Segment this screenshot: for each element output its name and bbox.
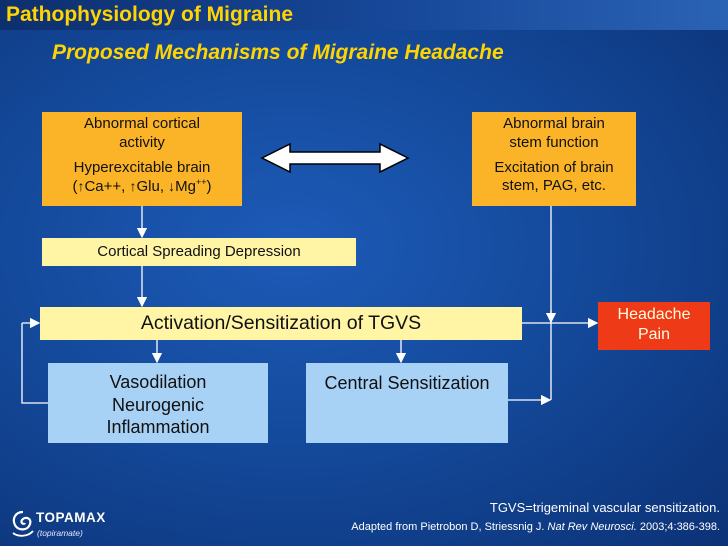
central-sensitization-box: Central Sensitization [306, 363, 508, 443]
brainstem-line4: stem, PAG, etc. [502, 177, 606, 195]
cortical-line1: Abnormal cortical [84, 115, 200, 132]
swirl-logo-icon [12, 510, 34, 537]
topamax-logo: TOPAMAX (topiramate) [10, 507, 105, 543]
down-arrow-icon: ↓ [168, 178, 176, 195]
glu-label: Glu, [136, 178, 169, 196]
brainstem-line1: Abnormal brain [503, 115, 605, 132]
title-bar [0, 0, 728, 30]
slide-title: Pathophysiology of Migraine [6, 3, 294, 26]
vasodilation-line3: Inflammation [106, 417, 210, 437]
up-arrow-icon: ↑ [77, 178, 85, 195]
headache-line2: Pain [637, 326, 671, 343]
vasodilation-line2: Neurogenic [111, 394, 205, 415]
slide-subtitle: Proposed Mechanisms of Migraine Headache [52, 41, 504, 64]
citation-suffix: 2003;4:386-398. [636, 521, 720, 533]
citation-prefix: Adapted from Pietrobon D, Striessnig J. [351, 521, 548, 533]
vasodilation-line1: Vasodilation [109, 372, 207, 392]
brainstem-line2: stem function [509, 133, 599, 151]
citation-journal: Nat Rev Neurosci. [547, 521, 637, 533]
mg-label: Mg [175, 178, 197, 196]
cortical-line2: activity [119, 133, 165, 151]
cortical-ion-line: (↑Ca++, ↑Glu, ↓Mg++) [42, 177, 242, 197]
double-arrow-icon [260, 142, 410, 174]
logo-tagline: (topiramate) [37, 528, 83, 538]
cortical-spreading-depression-box: Cortical Spreading Depression [42, 238, 356, 266]
paren-close: ) [206, 178, 212, 196]
headache-pain-box: Headache Pain [598, 302, 710, 350]
mg-superscript: ++ [196, 177, 207, 188]
up-arrow-icon: ↑ [129, 178, 137, 195]
brainstem-line3: Excitation of brain [494, 158, 614, 176]
paren-open: ( [72, 178, 78, 196]
abnormal-brainstem-function-box: Abnormal brain stem function Excitation … [472, 112, 636, 206]
feedback-loop-line [21, 323, 48, 404]
citation: Adapted from Pietrobon D, Striessnig J. … [351, 521, 720, 533]
logo-name: TOPAMAX [36, 510, 106, 525]
footnote: TGVS=trigeminal vascular sensitization. [489, 500, 720, 515]
vasodilation-box: Vasodilation Neurogenic Inflammation [48, 363, 268, 443]
abnormal-cortical-activity-box: Abnormal cortical activity Hyperexcitabl… [42, 112, 242, 206]
headache-line1: Headache [617, 306, 691, 323]
tgvs-activation-box: Activation/Sensitization of TGVS [40, 307, 522, 340]
ca-label: Ca++, [84, 178, 130, 196]
cortical-line3: Hyperexcitable brain [73, 158, 211, 176]
